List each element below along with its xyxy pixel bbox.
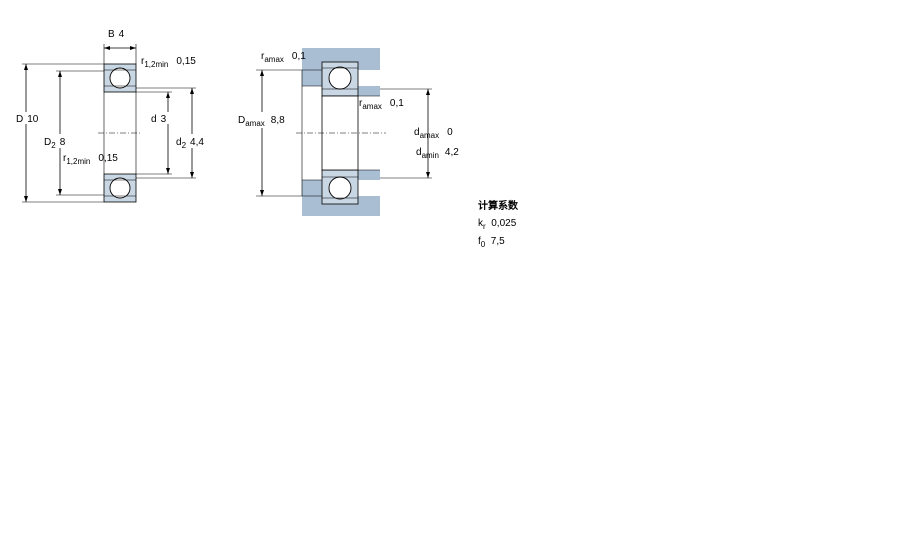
- dim-r-top-sub: 1,2min: [144, 60, 168, 69]
- dim-ra-inner-value: 0,1: [390, 98, 404, 109]
- dim-Da-symbol: D: [238, 115, 245, 126]
- dim-r-bottom: r1,2min 0,15: [63, 153, 118, 166]
- calc-f0-symbol: f: [478, 236, 481, 247]
- calc-f0-value: 7,5: [490, 236, 505, 247]
- dim-d2-symbol: d: [176, 137, 182, 148]
- dim-d2-value: 4,4: [190, 137, 204, 148]
- dim-Da-value: 8,8: [271, 115, 285, 126]
- dim-d-symbol: d: [151, 114, 157, 125]
- svg-text:B4: B4: [108, 29, 125, 40]
- dim-r-top-value: 0,15: [176, 56, 196, 67]
- dim-da-min-symbol: d: [416, 147, 422, 158]
- dim-r-top-symbol: r: [141, 56, 145, 67]
- svg-text:d24,4: d24,4: [176, 137, 204, 150]
- dim-D2-symbol: D: [44, 137, 51, 148]
- dim-Da: Damax 8,8: [236, 69, 302, 197]
- calc-kr-symbol: k: [478, 218, 483, 229]
- dim-ra-top-sub: amax: [264, 55, 284, 64]
- dim-d-value: 3: [161, 114, 167, 125]
- dim-da-max-value: 0: [447, 127, 453, 138]
- dim-D-value: 10: [27, 114, 39, 125]
- right-top-ball: [328, 66, 352, 90]
- dim-r-bottom-sub: 1,2min: [66, 157, 90, 166]
- housing-top-shoulder: [302, 70, 322, 86]
- dim-da-min-value: 4,2: [445, 147, 459, 158]
- right-mounting-section: [296, 48, 386, 216]
- dim-B-value: 4: [119, 29, 125, 40]
- calculation-factors: 计算系数 kr 0,025 f0 7,5: [478, 199, 518, 252]
- dim-ra-top-value: 0,1: [292, 51, 306, 62]
- dim-da-max-symbol: d: [414, 127, 420, 138]
- dim-ra-inner-sub: amax: [362, 102, 382, 111]
- dim-da-min-sub: amin: [422, 151, 439, 160]
- dim-ra-inner: ramax 0,1: [359, 98, 404, 111]
- dim-d2-sub: 2: [182, 141, 187, 150]
- calc-kr-row: kr 0,025: [478, 216, 518, 234]
- dim-r-bottom-value: 0,15: [98, 153, 118, 164]
- dim-r-top: r1,2min 0,15: [141, 56, 196, 69]
- svg-text:D10: D 10: [16, 114, 39, 125]
- dim-ra-top: ramax 0,1: [261, 51, 306, 64]
- dim-ra-top-symbol: r: [261, 51, 265, 62]
- dim-da-max-sub: amax: [420, 131, 440, 140]
- calc-f0-sub: 0: [480, 240, 486, 249]
- dim-ra-inner-symbol: r: [359, 98, 363, 109]
- top-ball: [109, 67, 131, 89]
- calc-kr-value: 0,025: [491, 218, 517, 229]
- dim-Da-sub: amax: [245, 119, 265, 128]
- calc-f0-row: f0 7,5: [478, 234, 518, 252]
- dim-D2-value: 8: [60, 137, 66, 148]
- dim-r-bottom-symbol: r: [63, 153, 67, 164]
- dim-da: [380, 88, 432, 179]
- housing-bottom-shoulder: [302, 180, 322, 196]
- dim-da-max: damax 0: [414, 127, 453, 140]
- right-bottom-ball: [328, 176, 352, 200]
- housing-bottom: [302, 196, 380, 216]
- dim-da-min: damin 4,2: [416, 147, 459, 160]
- calc-kr-sub: r: [483, 222, 486, 231]
- dim-D2-sub: 2: [51, 141, 56, 150]
- svg-text:D28: D28: [44, 137, 66, 150]
- left-bearing-section: [98, 63, 142, 203]
- dim-D: D 10: [12, 63, 104, 203]
- dim-D-symbol: D: [16, 114, 23, 125]
- calc-title: 计算系数: [478, 201, 518, 212]
- housing-top: [302, 48, 380, 70]
- dim-B-symbol: B: [108, 29, 115, 40]
- svg-text:d3: d3: [151, 114, 167, 125]
- bottom-ball: [109, 177, 131, 199]
